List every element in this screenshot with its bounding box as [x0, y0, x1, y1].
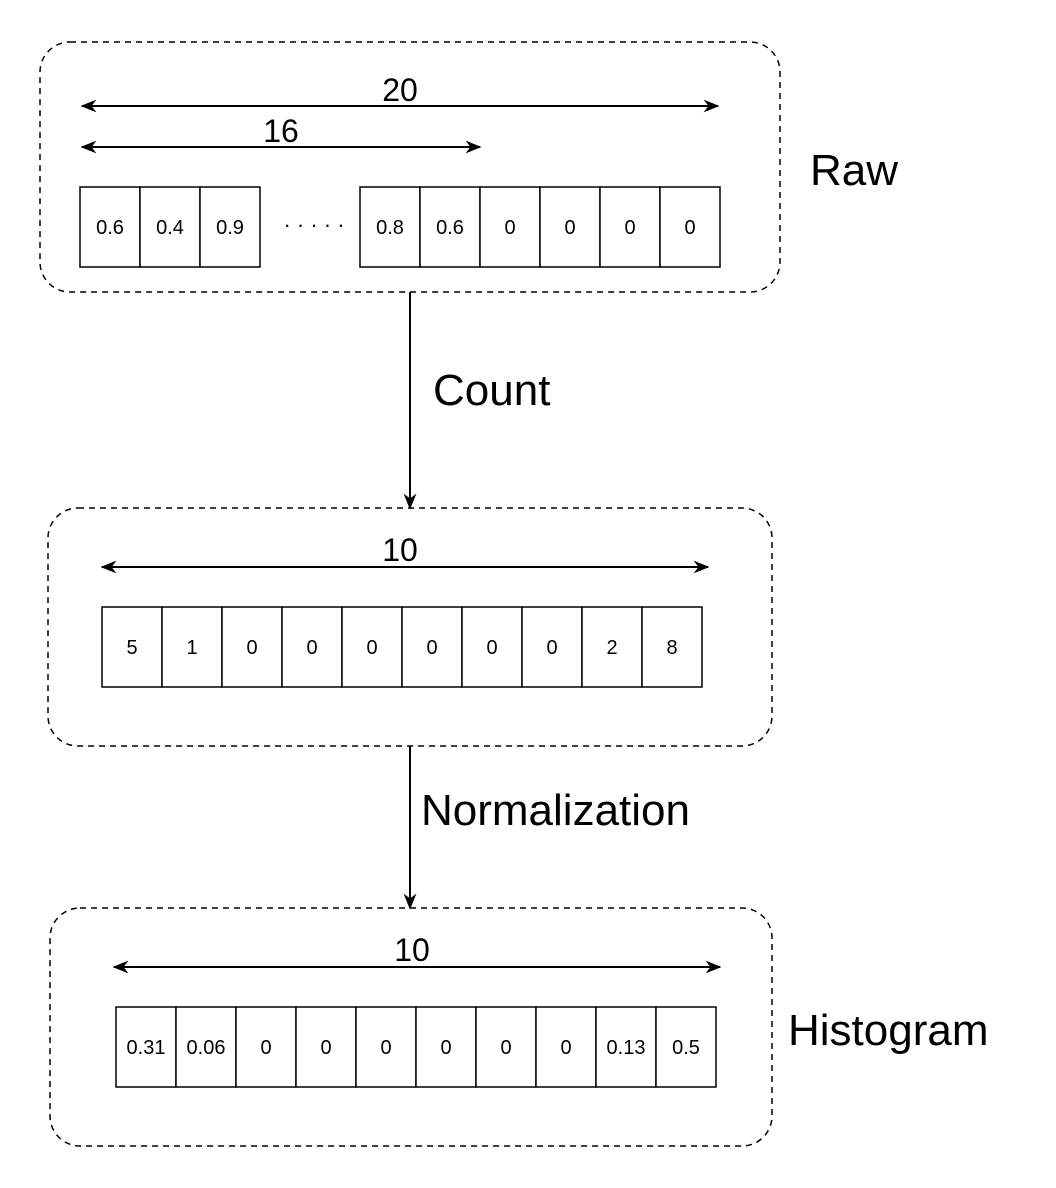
- array-cell-value: 0: [426, 637, 437, 659]
- array-cell-value: 1: [186, 637, 197, 659]
- array-cell-value: 0: [366, 637, 377, 659]
- array-cell: [295, 1006, 357, 1088]
- array-cell-value: 2: [606, 637, 617, 659]
- array-cell: [581, 606, 643, 688]
- raw-left-cells: 0.6 0.4 0.9: [79, 186, 261, 268]
- array-cell-value: 0: [684, 217, 695, 239]
- array-cell: [359, 186, 421, 268]
- array-cell-value: 0.9: [216, 217, 244, 239]
- array-cell-value: 0.5: [672, 1037, 700, 1059]
- array-cell-value: 0.13: [607, 1037, 646, 1059]
- array-cell: [161, 606, 223, 688]
- raw-stage-label: Raw: [810, 146, 898, 195]
- array-cell-value: 0.4: [156, 217, 184, 239]
- array-cell-value: 0: [246, 637, 257, 659]
- array-cell-value: 5: [126, 637, 137, 659]
- array-cell: [235, 1006, 297, 1088]
- array-cell-value: 0.06: [187, 1037, 226, 1059]
- count-dimension-label: 10: [382, 532, 418, 568]
- raw-container-box: [39, 41, 781, 293]
- array-cell-value: 0: [564, 217, 575, 239]
- array-cell: [655, 1006, 717, 1088]
- histogram-container-box: [49, 907, 773, 1147]
- array-cell: [599, 186, 661, 268]
- array-cell-value: 0: [306, 637, 317, 659]
- array-cell-value: 0: [560, 1037, 571, 1059]
- array-cell: [461, 606, 523, 688]
- count-cells: 5 1 0 0 0 0 0 0 2 8: [101, 606, 703, 688]
- histogram-cells: 0.31 0.06 0 0 0 0 0 0 0.13 0.5: [115, 1006, 717, 1088]
- array-cell-value: 0.6: [436, 217, 464, 239]
- array-cell: [79, 186, 141, 268]
- histogram-stage-label: Histogram: [788, 1006, 989, 1055]
- array-cell-value: 0.6: [96, 217, 124, 239]
- array-cell: [641, 606, 703, 688]
- histogram-dimension-label: 10: [394, 932, 430, 968]
- array-cell: [415, 1006, 477, 1088]
- array-cell-value: 0: [504, 217, 515, 239]
- array-cell-value: 0: [486, 637, 497, 659]
- raw-right-cells: 0.8 0.6 0 0 0 0: [359, 186, 721, 268]
- array-cell: [535, 1006, 597, 1088]
- array-cell: [521, 606, 583, 688]
- count-step-label: Count: [433, 366, 550, 415]
- array-cell-value: 0.8: [376, 217, 404, 239]
- array-cell-value: 0: [546, 637, 557, 659]
- array-cell-value: 0: [440, 1037, 451, 1059]
- raw-ellipsis: · · · · ·: [283, 212, 344, 237]
- array-cell: [479, 186, 541, 268]
- array-cell: [401, 606, 463, 688]
- array-cell-value: 0: [624, 217, 635, 239]
- array-cell: [475, 1006, 537, 1088]
- raw-stage: 20 16 0.6 0.4 0.9 · · · · · 0.8 0.6 0 0 …: [39, 41, 898, 293]
- array-cell-value: 0: [380, 1037, 391, 1059]
- array-cell-value: 0: [500, 1037, 511, 1059]
- array-cell-value: 0.31: [127, 1037, 166, 1059]
- array-cell-value: 0: [260, 1037, 271, 1059]
- normalization-step-label: Normalization: [421, 786, 690, 835]
- array-cell: [355, 1006, 417, 1088]
- array-cell: [539, 186, 601, 268]
- normalization-step: Normalization: [403, 746, 690, 910]
- array-cell-value: 0: [320, 1037, 331, 1059]
- raw-inner-dimension-label: 16: [263, 113, 299, 149]
- array-cell: [281, 606, 343, 688]
- histogram-stage: 10 0.31 0.06 0 0 0 0 0 0 0.13 0.5 Histog…: [49, 907, 989, 1147]
- array-cell-value: 8: [666, 637, 677, 659]
- array-cell: [659, 186, 721, 268]
- raw-outer-dimension-label: 20: [382, 72, 418, 108]
- array-cell: [115, 1006, 177, 1088]
- count-stage: 10 5 1 0 0 0 0 0 0 2 8: [47, 507, 773, 747]
- array-cell: [199, 186, 261, 268]
- count-step: Count: [403, 292, 550, 510]
- array-cell: [595, 1006, 657, 1088]
